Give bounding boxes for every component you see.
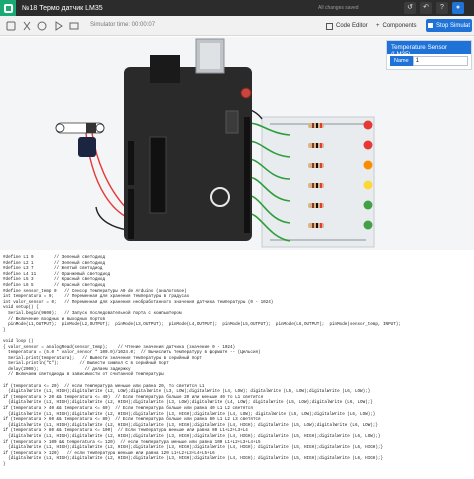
led-orange[interactable]: [363, 160, 373, 170]
led-red[interactable]: [363, 140, 373, 150]
name-label: Name: [390, 56, 413, 66]
brand-logo-icon: [210, 187, 230, 207]
code-line[interactable]: #define L1 9 // Зеленый светодиод: [3, 255, 106, 260]
code-line[interactable]: #define L6 5 // Красный светодиод: [3, 282, 106, 288]
code-line[interactable]: if (temperatura > 120) // если температу…: [3, 450, 215, 456]
code-line[interactable]: if (temperatura > 20 && temperatura <= 4…: [3, 394, 264, 400]
code-line[interactable]: {digitalWrite (L1, HIGH);digitalWrite (L…: [3, 445, 384, 451]
code-editor[interactable]: #define L1 9 // Зеленый светодиод#define…: [0, 251, 474, 479]
code-line[interactable]: #define L2 1 // Зеленый светодиод: [3, 260, 106, 266]
save-status: All changes saved: [318, 5, 359, 11]
simulation-canvas[interactable]: [0, 37, 474, 250]
code-line[interactable]: {digitalWrite (L1, HIGH);digitalWrite (L…: [3, 400, 373, 406]
code-line[interactable]: #define sensor_temp 0 // Сенсор температ…: [3, 288, 187, 294]
rotate-icon[interactable]: [6, 21, 16, 31]
help-icon[interactable]: ?: [436, 2, 448, 14]
code-line[interactable]: int valor_sensor = 0; // Переменная для …: [3, 299, 274, 305]
code-line[interactable]: int temperatura = 0; // Переменная для х…: [3, 294, 190, 300]
code-line[interactable]: Serial.print(temperatura); // Вывести зн…: [3, 355, 202, 361]
name-field[interactable]: 1: [412, 56, 468, 66]
simulator-time: Simulator time: 00:00:07: [90, 22, 156, 28]
stop-icon: [427, 23, 433, 28]
project-title[interactable]: №18 Термо датчик LM35: [22, 4, 103, 12]
led-resistor-array[interactable]: [308, 120, 373, 230]
edit-tools: [6, 21, 79, 31]
title-bar: №18 Термо датчик LM35 All changes saved …: [0, 0, 474, 16]
code-line[interactable]: // Включаем светодиоды в зависимости от …: [3, 372, 164, 378]
code-line[interactable]: {digitalWrite (L1, HIGH);digitalWrite (L…: [3, 411, 376, 417]
arduino-board[interactable]: [124, 38, 252, 241]
simulator-toolbar: Simulator time: 00:00:07 Code Editor + C…: [0, 16, 474, 36]
led-green[interactable]: [363, 200, 373, 210]
user-avatar-icon[interactable]: ●: [452, 2, 464, 14]
undo-icon[interactable]: ↶: [420, 2, 432, 14]
temperature-sensor[interactable]: [55, 122, 105, 157]
code-line[interactable]: }: [3, 461, 6, 467]
plus-icon: +: [376, 23, 380, 29]
code-icon: [326, 22, 333, 30]
note-icon[interactable]: [69, 22, 79, 30]
zoom-icon[interactable]: [37, 21, 47, 31]
code-line[interactable]: pinMode(L1,OUTPUT); pinMode(L2,OUTPUT); …: [3, 322, 401, 328]
code-line[interactable]: #define L3 7 // Желтый светодиод: [3, 266, 103, 272]
code-line[interactable]: #define L4 11 // Оранжевый светодиод: [3, 271, 111, 277]
code-line[interactable]: if (temperatura > 60 && temperatura <= 8…: [3, 417, 261, 423]
flip-icon[interactable]: [55, 21, 63, 31]
code-line[interactable]: // Включение входных и выходных портов: [3, 316, 106, 322]
code-line[interactable]: void loop (): [3, 338, 34, 344]
code-line[interactable]: {digitalWrite (L1, HIGH);digitalWrite (L…: [3, 434, 381, 439]
panel-title: Temperature Sensor (LM35): [387, 41, 471, 58]
code-line[interactable]: if (temperatura > 80 && temperatura <= 1…: [3, 428, 248, 434]
component-properties-panel: Temperature Sensor (LM35) Name 1: [386, 40, 472, 70]
code-line[interactable]: #define L5 3 // Красный светодиод: [3, 277, 106, 283]
code-line[interactable]: {digitalWrite (L1, HIGH);digitalWrite (L…: [3, 422, 378, 428]
code-line[interactable]: delay(2000); // делаем задержку: [3, 366, 131, 372]
share-icon[interactable]: ↺: [404, 2, 416, 14]
code-editor-button[interactable]: Code Editor: [326, 20, 368, 32]
led-yellow[interactable]: [363, 180, 373, 190]
name-row: Name 1: [390, 56, 468, 66]
code-line[interactable]: temperatura = (5.0 * valor_sensor * 100.…: [3, 350, 261, 356]
code-line[interactable]: }: [3, 327, 6, 333]
components-button[interactable]: + Components: [376, 23, 417, 29]
code-line[interactable]: { valor_sensor = analogRead(sensor_temp)…: [3, 344, 236, 350]
led-red[interactable]: [363, 120, 373, 130]
code-line[interactable]: if (temperatura > 100 && temperatura <= …: [3, 439, 261, 445]
app-logo[interactable]: [0, 0, 16, 16]
code-line[interactable]: {digitalWrite (L1, HIGH);digitalWrite (L…: [3, 389, 371, 395]
code-line[interactable]: void setup() {: [3, 305, 39, 311]
code-line[interactable]: {digitalWrite (L1, HIGH);digitalWrite (L…: [3, 456, 384, 462]
code-line[interactable]: Serial.println("C"); // Вывести символ C…: [3, 361, 169, 367]
led-green[interactable]: [363, 220, 373, 230]
code-line[interactable]: if (temperatura > 40 && temperatura <= 6…: [3, 406, 253, 412]
stop-simulation-button[interactable]: Stop Simulat: [426, 19, 472, 32]
code-line[interactable]: if (temperatura <= 20) // если температу…: [3, 383, 205, 389]
code-line[interactable]: Serial.begin(9600); // Запуск последоват…: [3, 310, 182, 316]
